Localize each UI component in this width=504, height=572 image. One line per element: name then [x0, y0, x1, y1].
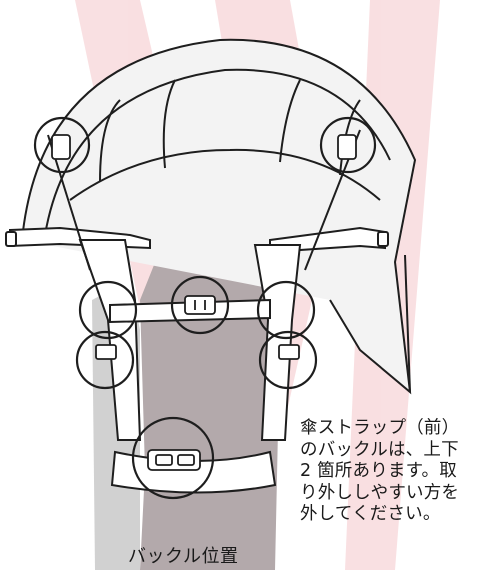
buckle-icon — [95, 344, 117, 360]
buckle-icon — [337, 134, 357, 160]
instruction-note: 傘ストラップ（前） のバックルは、上下 2 箇所あります。取 り外ししやすい方を… — [300, 418, 460, 524]
canopy — [21, 38, 417, 395]
highlight-circle — [170, 275, 230, 335]
buckle-icon — [147, 449, 201, 471]
highlight-circle — [33, 116, 91, 174]
highlight-circle — [131, 416, 215, 500]
diagram-caption: バックル位置 — [128, 546, 239, 567]
highlight-circle — [78, 280, 138, 340]
buckle-icons — [51, 134, 357, 471]
highlight-circle — [75, 330, 135, 390]
buckle-icon — [51, 134, 71, 160]
highlight-circle — [256, 280, 316, 340]
buckle-icon — [278, 344, 300, 360]
buckle-icon — [184, 295, 216, 315]
highlight-circle — [258, 330, 318, 390]
highlight-circles — [33, 116, 377, 500]
highlight-circle — [319, 116, 377, 174]
